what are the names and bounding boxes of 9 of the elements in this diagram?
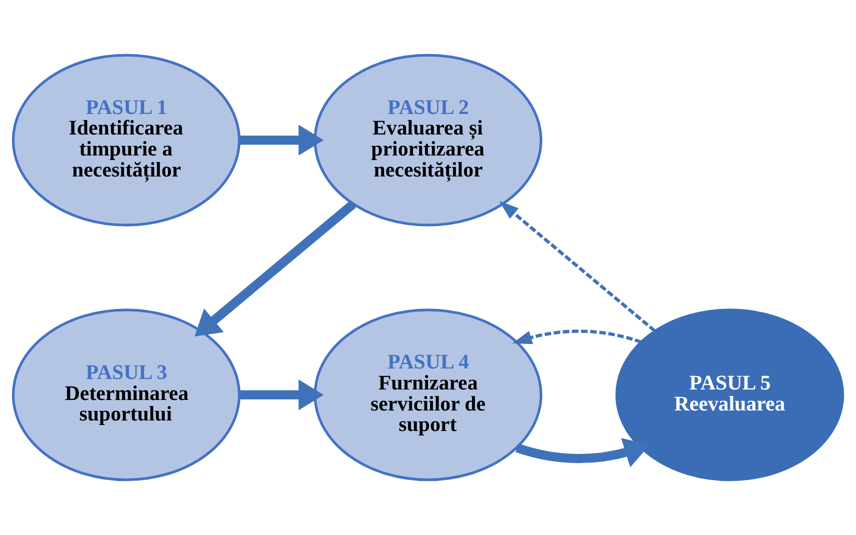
arrow (512, 330, 642, 344)
node-ellipse: PASUL 2 Evaluarea și prioritizarea necesităților (314, 54, 542, 226)
node-ellipse: PASUL 1 Identificarea timpurie a necesităților (12, 54, 241, 226)
arrow (499, 200, 656, 332)
arrow (239, 380, 324, 410)
node-ellipse: PASUL 4 Furnizarea serviciilor de suport (314, 308, 542, 482)
arrow (239, 124, 324, 156)
node-ellipse: PASUL 5 Reevaluarea (615, 308, 844, 482)
arrow (194, 200, 356, 336)
